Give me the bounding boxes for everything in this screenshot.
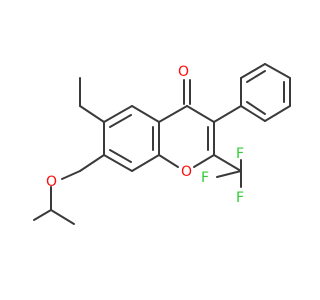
- bond: [216, 170, 242, 178]
- atom-label-ether-oxygen: O: [46, 174, 57, 190]
- bond: [158, 154, 179, 168]
- bond: [50, 209, 75, 225]
- atom-label-carbonyl-oxygen: O: [178, 64, 189, 80]
- bond: [240, 63, 266, 79]
- bond: [131, 105, 160, 123]
- bond: [109, 114, 132, 128]
- bond: [246, 70, 266, 83]
- bond-lines: [33, 63, 291, 225]
- bond: [109, 149, 132, 163]
- bond: [33, 209, 52, 221]
- bond: [213, 154, 242, 172]
- bond: [79, 154, 105, 172]
- bond: [240, 105, 266, 122]
- atom-label-fluorine-right: F: [236, 190, 244, 206]
- bond: [213, 105, 242, 123]
- bond: [158, 105, 188, 123]
- bond: [186, 105, 215, 123]
- bond: [264, 63, 291, 79]
- bond: [131, 154, 160, 172]
- atom-label-fluorine-top: F: [236, 146, 244, 162]
- bond: [193, 154, 215, 168]
- molecule-diagram: O O O F F F: [33, 63, 291, 225]
- bond: [79, 105, 105, 123]
- atom-label-ring-oxygen: O: [181, 164, 192, 180]
- bond: [246, 101, 266, 115]
- bond: [103, 154, 133, 172]
- bond: [264, 105, 291, 122]
- atom-label-fluorine-left: F: [201, 170, 209, 186]
- structure-drawing: O O O F F F: [33, 63, 291, 225]
- bond: [61, 170, 81, 180]
- bond: [103, 105, 133, 123]
